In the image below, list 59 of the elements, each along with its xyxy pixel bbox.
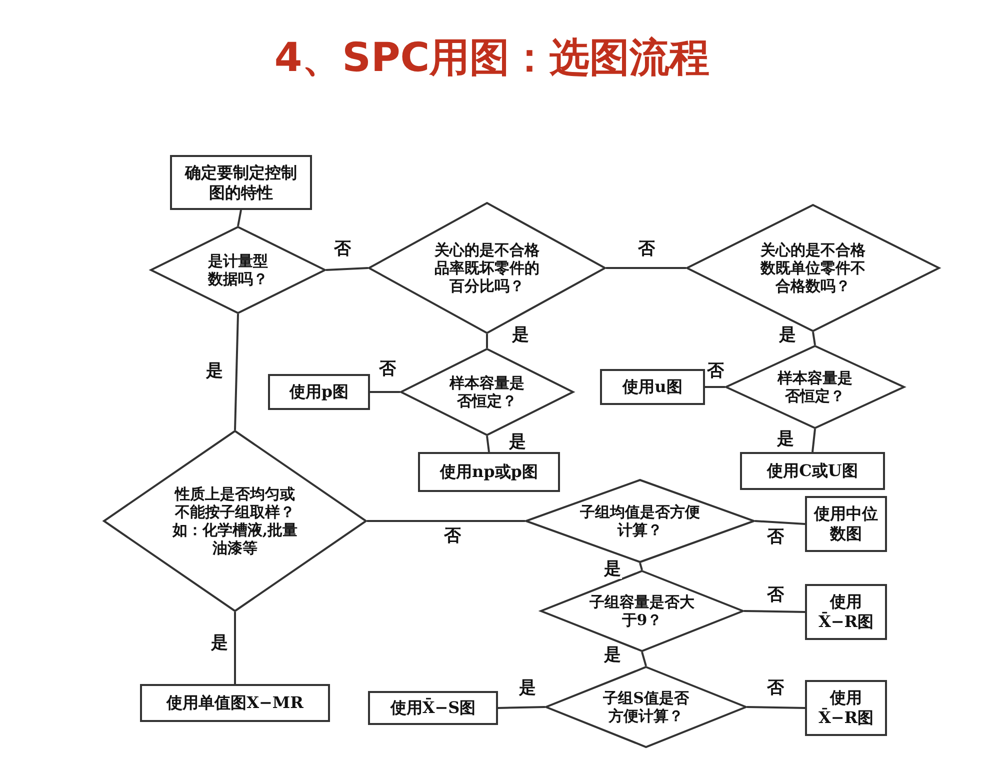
question-text: 关心的是不合格数既单位零件不合格数吗？ xyxy=(759,241,866,295)
connector-line xyxy=(744,610,806,613)
question-text: 关心的是不合格品率既坏零件的百分比吗？ xyxy=(433,241,540,295)
connector-line xyxy=(606,267,686,269)
result-box: 使用C或U图 xyxy=(740,452,885,490)
connector-line xyxy=(754,520,806,525)
edge-label: 否 xyxy=(378,360,397,379)
question-text: 样本容量是否恒定？ xyxy=(448,374,526,410)
edge-label: 是 xyxy=(603,560,622,579)
edge-label: 否 xyxy=(443,527,462,546)
edge-label: 是 xyxy=(778,326,797,345)
decision-diamond xyxy=(725,345,905,429)
connector-line xyxy=(367,520,525,522)
question-text: 样本容量是否恒定？ xyxy=(777,369,853,405)
edge-label: 否 xyxy=(766,679,785,698)
question-text: 子组容量是否大于9？ xyxy=(588,593,696,629)
connector-line xyxy=(705,386,725,388)
connector-line xyxy=(746,706,806,709)
edge-label: 是 xyxy=(205,362,224,381)
question-text: 子组均值是否方便计算？ xyxy=(579,503,701,539)
connector-line xyxy=(498,706,546,709)
edge-label: 否 xyxy=(706,362,725,381)
connector-line xyxy=(486,436,490,452)
edge-label: 否 xyxy=(766,528,785,547)
connector-line xyxy=(326,267,368,271)
edge-label: 否 xyxy=(766,586,785,605)
edge-label: 是 xyxy=(518,679,537,698)
edge-label: 是 xyxy=(776,430,795,449)
connector-line xyxy=(234,612,236,684)
result-box: 使用X̄−R图 xyxy=(805,680,887,736)
connector-line xyxy=(641,652,647,666)
decision-diamond xyxy=(150,226,326,314)
result-box: 使用中位数图 xyxy=(805,496,887,552)
edge-label: 否 xyxy=(333,240,352,259)
result-box: 使用np或p图 xyxy=(418,452,560,492)
result-box: 使用p图 xyxy=(268,374,370,410)
connector-line xyxy=(812,428,816,452)
edge-label: 是 xyxy=(603,646,622,665)
connector-line xyxy=(370,391,400,393)
edge-label: 是 xyxy=(210,634,229,653)
question-text: 子组S值是否方便计算？ xyxy=(602,689,690,725)
decision-diamond xyxy=(545,666,747,748)
connector-line xyxy=(812,332,816,346)
result-box: 使用u图 xyxy=(600,369,705,405)
question-text: 是计量型数据吗？ xyxy=(206,252,269,288)
decision-diamond xyxy=(103,430,367,612)
title: 4、SPC用图：选图流程 xyxy=(273,34,711,83)
result-box: 使用X̄−S图 xyxy=(368,691,498,725)
question-text: 性质上是否均匀或不能按子组取样？如：化学槽液,批量油漆等 xyxy=(171,485,299,557)
result-box: 使用X̄−R图 xyxy=(805,584,887,640)
edge-label: 否 xyxy=(637,240,656,259)
connector-line xyxy=(486,334,488,348)
connector-line xyxy=(234,314,239,430)
edge-label: 是 xyxy=(508,433,527,452)
result-box: 使用单值图X−MR xyxy=(140,684,330,722)
connector-line xyxy=(237,210,242,226)
result-box: 确定要制定控制图的特性 xyxy=(170,155,312,210)
edge-label: 是 xyxy=(511,326,530,345)
connector-line xyxy=(639,562,643,570)
